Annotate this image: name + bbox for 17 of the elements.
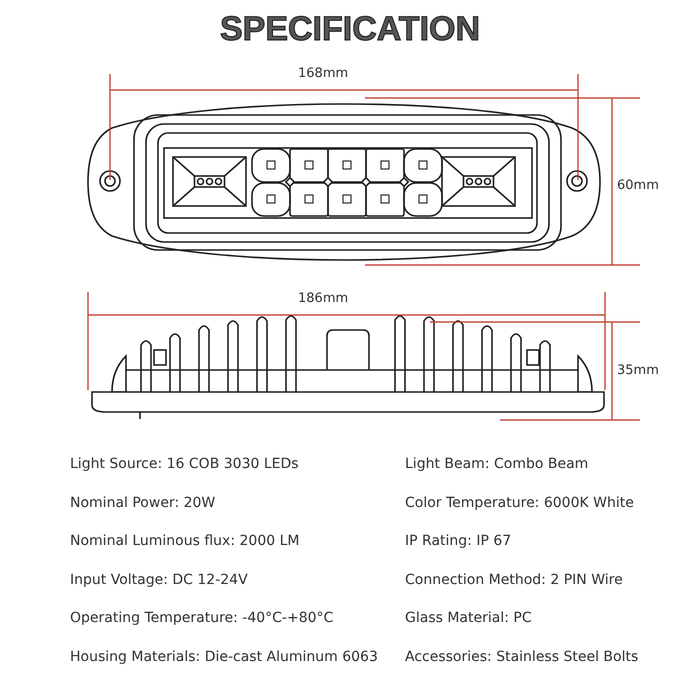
dimension-label: 60mm <box>617 178 659 193</box>
dimension-label: 35mm <box>617 363 659 378</box>
spec-text: Input Voltage: DC 12-24V <box>70 572 248 588</box>
spec-text: Color Temperature: 6000K White <box>405 494 634 511</box>
spec-text: Connection Method: 2 PIN Wire <box>405 572 623 588</box>
spec-text: IP Rating: IP 67 <box>405 533 512 550</box>
spec-text: Accessories: Stainless Steel Bolts <box>405 649 638 665</box>
spec-text: Housing Materials: Die-cast Aluminum 6063 <box>70 649 378 665</box>
spec-text: Operating Temperature: -40°C-+80°C <box>70 610 334 626</box>
spec-text: Glass Material: PC <box>405 610 532 626</box>
spec-text: Light Source: 16 COB 3030 LEDs <box>70 456 299 472</box>
spec-text: Nominal Luminous flux: 2000 LM <box>70 533 300 550</box>
spec-text: Light Beam: Combo Beam <box>405 456 588 472</box>
title: SPECIFICATION <box>218 10 482 49</box>
dimension-label: 168mm <box>298 66 348 81</box>
spec-text: Nominal Power: 20W <box>70 494 216 511</box>
dimension-label: 186mm <box>298 291 348 306</box>
